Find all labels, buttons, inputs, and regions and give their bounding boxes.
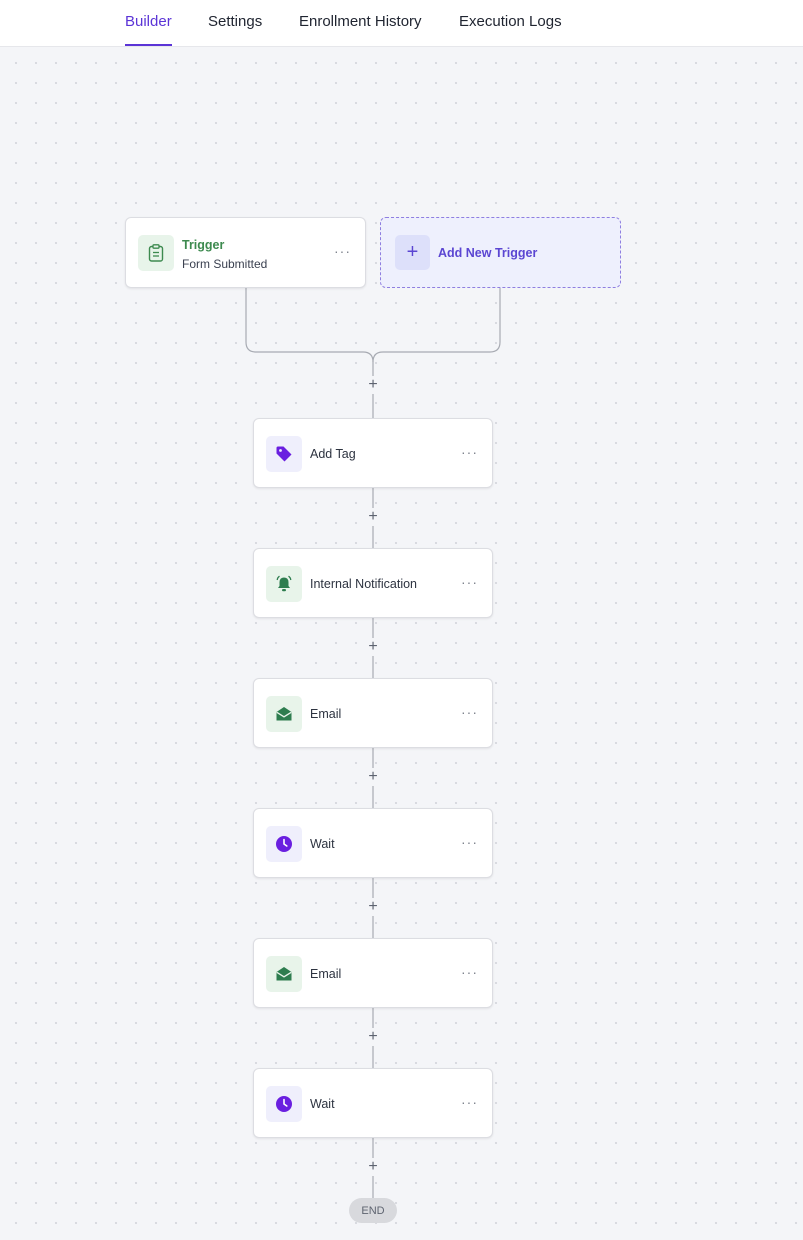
step-more-menu-icon[interactable]: ··· [461,444,478,460]
clipboard-icon [138,235,174,271]
clock-icon [266,826,302,862]
step-more-menu-icon[interactable]: ··· [461,704,478,720]
bell-icon [266,566,302,602]
trigger-title: Trigger [182,238,225,252]
add-step-button[interactable]: + [368,768,378,785]
step-card-wait[interactable]: Wait ··· [253,1068,493,1138]
step-card-wait[interactable]: Wait ··· [253,808,493,878]
add-step-button[interactable]: + [368,508,378,525]
step-label: Email [310,967,342,981]
step-card-add-tag[interactable]: Add Tag ··· [253,418,493,488]
add-step-button[interactable]: + [368,1158,378,1175]
step-card-email[interactable]: Email ··· [253,678,493,748]
add-new-trigger-label: Add New Trigger [438,246,538,260]
trigger-card[interactable]: Trigger Form Submitted ··· [125,217,366,288]
plus-icon: + [395,235,430,270]
step-more-menu-icon[interactable]: ··· [461,1094,478,1110]
end-marker: END [349,1198,397,1223]
step-label: Wait [310,837,335,851]
tab-bar: Builder Settings Enrollment History Exec… [0,0,803,47]
envelope-icon [266,956,302,992]
step-label: Internal Notification [310,577,418,591]
step-label: Wait [310,1097,335,1111]
add-step-button[interactable]: + [368,898,378,915]
envelope-icon [266,696,302,732]
step-label: Add Tag [310,447,356,461]
add-step-button[interactable]: + [368,638,378,655]
step-more-menu-icon[interactable]: ··· [461,574,478,590]
trigger-subtitle: Form Submitted [182,257,268,271]
add-step-button[interactable]: + [368,376,378,393]
tab-settings[interactable]: Settings [208,13,263,30]
tab-enrollment-history[interactable]: Enrollment History [299,13,422,30]
step-card-email[interactable]: Email ··· [253,938,493,1008]
tag-icon [266,436,302,472]
tab-execution-logs[interactable]: Execution Logs [459,13,562,30]
add-new-trigger-button[interactable]: + Add New Trigger [380,217,621,288]
clock-icon [266,1086,302,1122]
add-step-button[interactable]: + [368,1028,378,1045]
step-more-menu-icon[interactable]: ··· [461,964,478,980]
tab-builder[interactable]: Builder [125,13,172,46]
step-more-menu-icon[interactable]: ··· [461,834,478,850]
step-card-internal-notification[interactable]: Internal Notification ··· [253,548,493,618]
step-label: Email [310,707,342,721]
trigger-more-menu-icon[interactable]: ··· [334,243,351,259]
